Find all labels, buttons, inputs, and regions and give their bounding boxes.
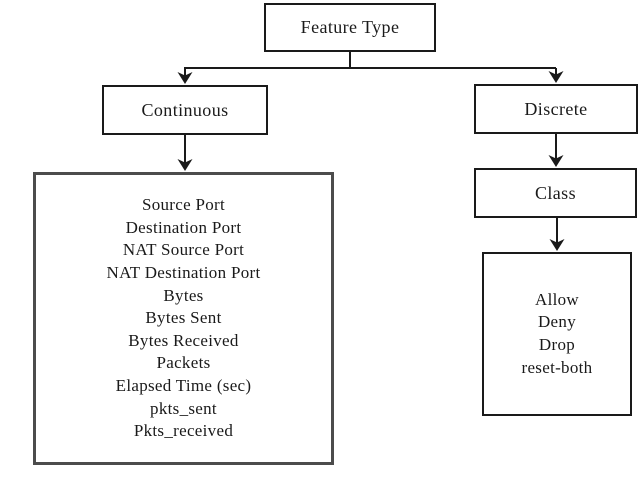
node-class-values: Allow Deny Drop reset-both: [482, 252, 632, 416]
edge-lines: [184, 51, 558, 244]
class-value-item: Allow: [535, 289, 579, 309]
node-discrete: Discrete: [474, 84, 638, 134]
class-value-item: reset-both: [521, 357, 593, 377]
node-feature-type-label: Feature Type: [300, 17, 400, 37]
node-feature-type: Feature Type: [264, 3, 436, 52]
feature-item: Elapsed Time (sec): [115, 375, 252, 395]
feature-item: Bytes Sent: [145, 308, 222, 328]
node-continuous-label: Continuous: [141, 99, 229, 120]
node-discrete-label: Discrete: [524, 98, 588, 119]
feature-item: NAT Source Port: [122, 240, 245, 260]
class-value-item: Deny: [537, 312, 577, 332]
node-continuous: Continuous: [102, 85, 268, 135]
feature-item: Destination Port: [125, 217, 242, 237]
node-continuous-features: Source Port Destination Port NAT Source …: [33, 172, 334, 465]
feature-item: Source Port: [141, 195, 226, 215]
feature-item: NAT Destination Port: [106, 263, 261, 283]
feature-item: Bytes Received: [128, 330, 239, 350]
node-class-label: Class: [534, 182, 576, 203]
node-class: Class: [474, 168, 637, 218]
feature-item: Packets: [156, 353, 211, 373]
feature-item: Bytes: [163, 285, 204, 305]
feature-item: Pkts_received: [133, 421, 234, 441]
feature-item: pkts_sent: [150, 398, 217, 418]
class-value-item: Drop: [538, 335, 576, 354]
